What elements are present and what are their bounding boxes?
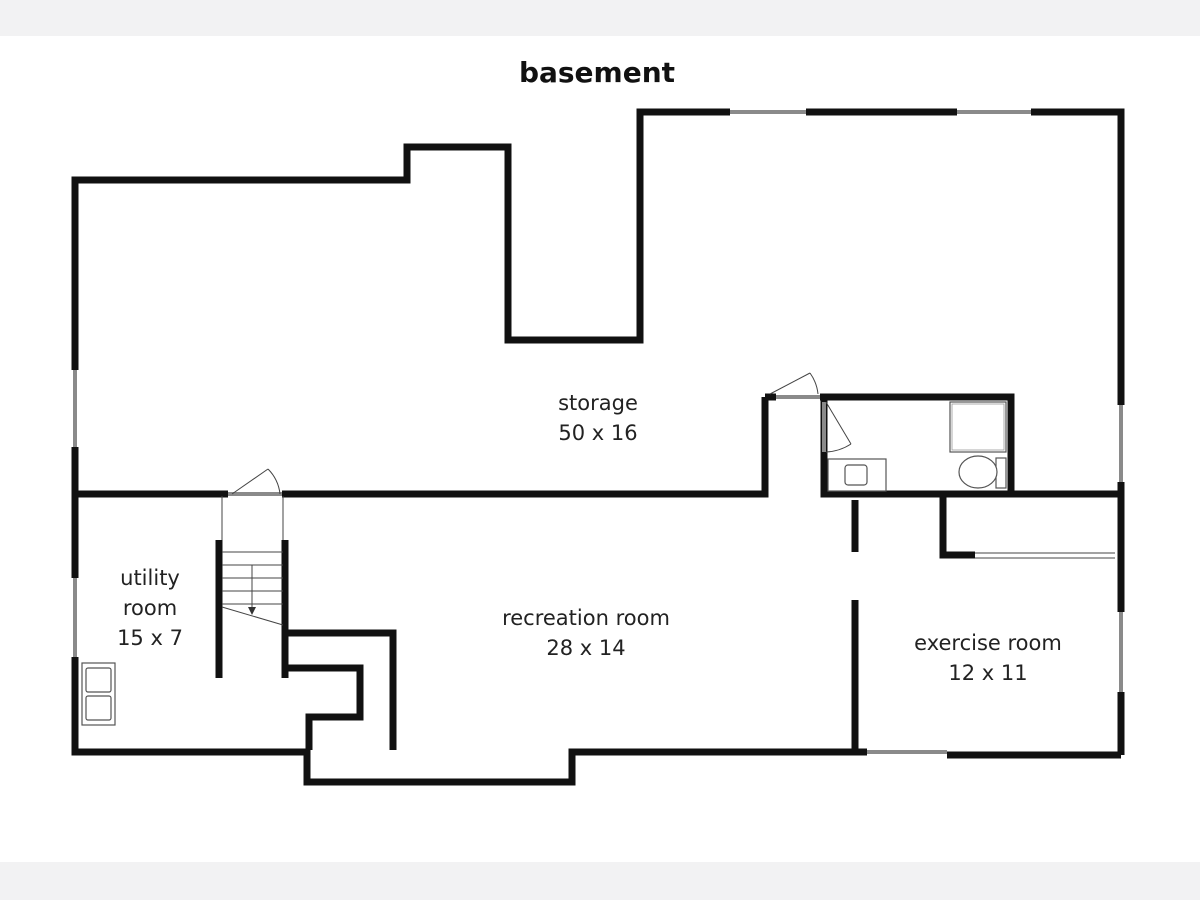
door-swings (228, 372, 852, 496)
floor-plan-sheet: basement (0, 36, 1200, 862)
windows (73, 110, 1123, 754)
room-label-exercise: exercise room 12 x 11 (914, 631, 1062, 685)
stair-arrow-icon (248, 607, 256, 615)
room-size: 50 x 16 (558, 421, 637, 445)
floor-plan-drawing: basement (71, 56, 1125, 786)
room-size: 12 x 11 (948, 661, 1027, 685)
utility-sink-icon (81, 662, 116, 726)
room-size: 28 x 14 (546, 636, 625, 660)
closet-sliding-door (975, 552, 1115, 559)
room-size: 15 x 7 (117, 626, 183, 650)
room-name: exercise room (914, 631, 1062, 655)
plan-title: basement (519, 56, 675, 89)
room-label-storage: storage 50 x 16 (558, 391, 638, 445)
bathroom-fixtures (827, 401, 1007, 492)
toilet-bowl-icon (958, 455, 998, 489)
room-name: recreation room (502, 606, 670, 630)
interior-walls (75, 393, 1121, 752)
room-name: utility (120, 566, 180, 590)
room-name: room (123, 596, 177, 620)
room-name: storage (558, 391, 638, 415)
staircase (221, 496, 284, 626)
room-label-utility: utility room 15 x 7 (117, 566, 183, 650)
room-label-recreation: recreation room 28 x 14 (502, 606, 670, 660)
shower-icon (949, 401, 1007, 453)
exterior-walls (71, 108, 1125, 786)
sink-icon (844, 464, 868, 486)
